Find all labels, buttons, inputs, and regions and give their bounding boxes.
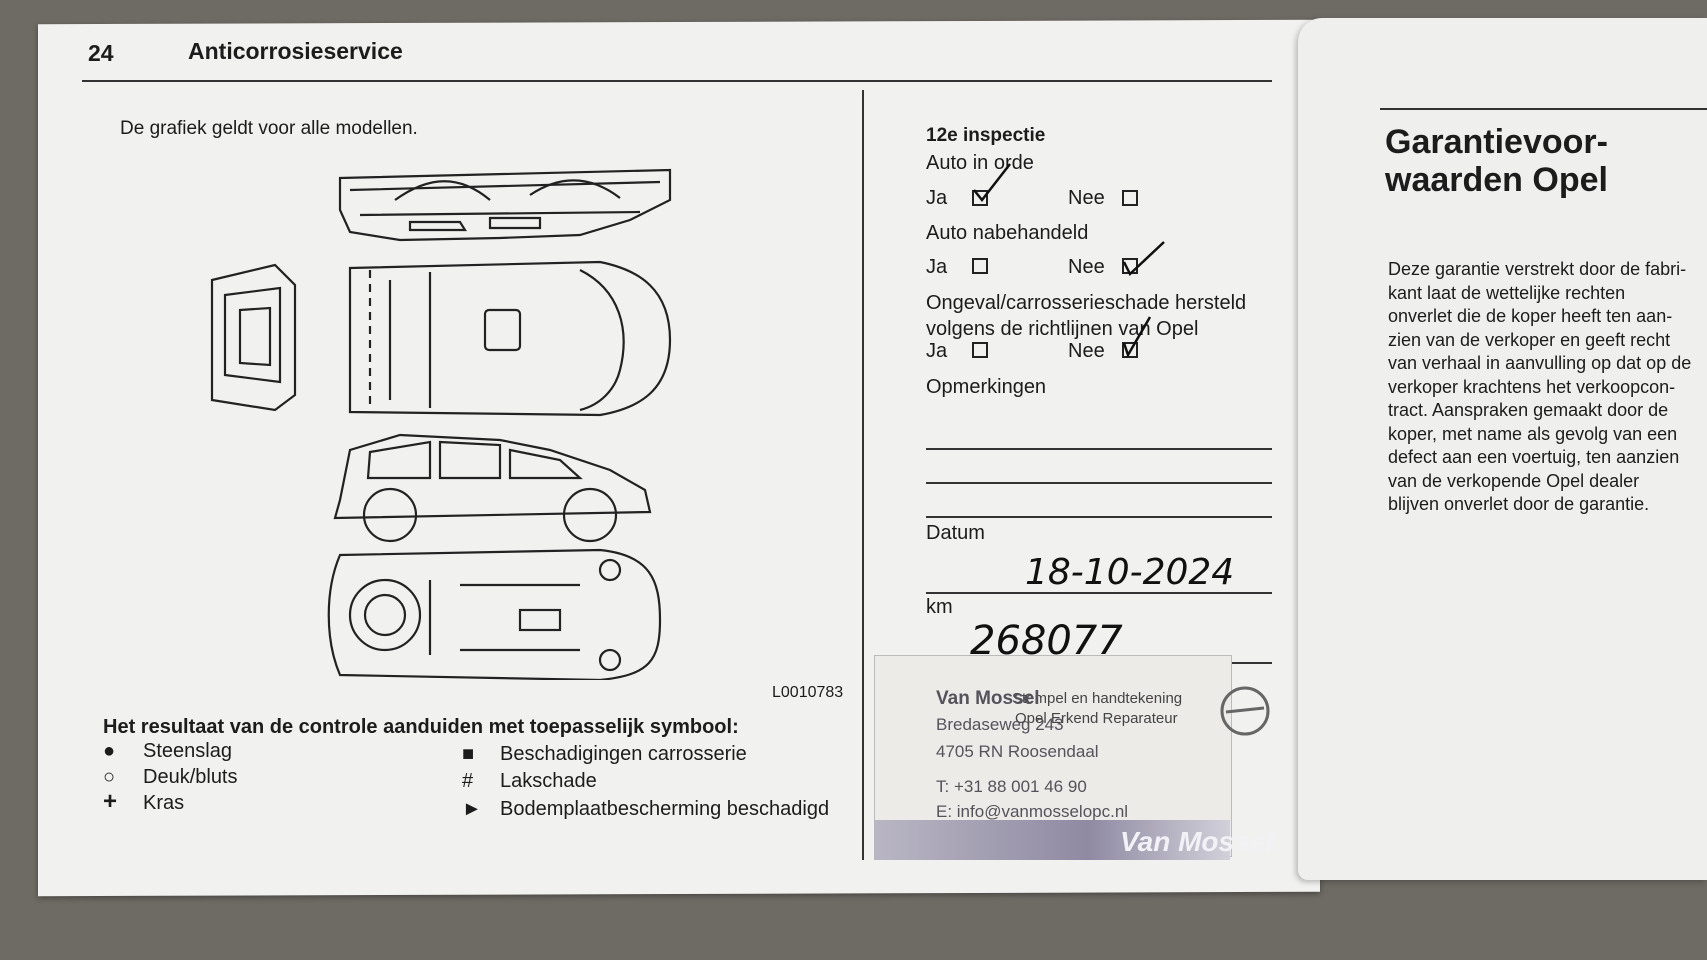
checkmark-icon <box>1122 241 1165 277</box>
legend-symbol: + <box>103 788 118 815</box>
question-schade-hersteld-2: volgens de richtlijnen van Opel <box>926 318 1199 340</box>
checkmark-icon <box>1122 316 1152 359</box>
text-line: van verhaal in aanvulling op dat op de <box>1388 353 1692 373</box>
legend-symbol: # <box>462 770 474 792</box>
text-line: zien van de verkoper en geeft recht <box>1388 329 1671 350</box>
km-label: km <box>926 596 953 618</box>
legend-label: Steenslag <box>143 740 232 762</box>
legend-symbol: ■ <box>462 743 475 765</box>
text-line: defect aan een voertuig, ten aanzien <box>1388 447 1680 467</box>
opel-logo-icon <box>1220 686 1270 736</box>
stamp-label: Stempel en handtekening <box>1012 690 1183 707</box>
legend-label: Bodemplaatbescherming beschadigd <box>500 798 830 820</box>
dealer-email: E: info@vanmosselopc.nl <box>936 802 1129 821</box>
text-line: van de verkopende Opel dealer <box>1388 470 1640 491</box>
label-nee: Nee <box>1068 256 1105 278</box>
remarks-line <box>926 482 1272 484</box>
legend-label: Deuk/bluts <box>143 766 238 788</box>
dealer-subtitle: Opel Erkend Reparateur <box>1015 710 1178 727</box>
section-title: Anticorrosieservice <box>188 38 403 64</box>
stamp-banner <box>874 820 1230 860</box>
text-line: tract. Aanspraken gemaakt door de <box>1388 400 1669 420</box>
legend-symbol: ► <box>462 798 482 820</box>
remarks-line <box>926 516 1272 518</box>
text-line: verkoper krachtens het verkoopcon- <box>1388 376 1676 397</box>
text-line: onverlet die de koper heeft ten aan- <box>1388 306 1673 326</box>
legend-symbol: ○ <box>103 766 116 788</box>
car-underbody-view <box>327 548 662 680</box>
date-value: 18-10-2024 <box>1025 552 1235 593</box>
question-schade-hersteld-1: Ongeval/carrosserieschade hersteld <box>926 292 1247 314</box>
dealer-phone: T: +31 88 001 46 90 <box>936 777 1087 796</box>
checkbox-ja[interactable] <box>972 342 988 358</box>
text-line: Deze garantie verstrekt door de fabri- <box>1388 259 1687 279</box>
date-line <box>926 592 1272 594</box>
intro-text: De grafiek geldt voor alle modellen. <box>120 118 418 139</box>
header-rule <box>82 80 1272 82</box>
text-line: kant laat de wettelijke rechten <box>1388 282 1626 303</box>
car-diagram <box>210 168 672 680</box>
date-label: Datum <box>926 522 985 544</box>
legend-label: Kras <box>143 792 185 814</box>
label-ja: Ja <box>926 340 948 362</box>
question-auto-nabehandeld: Auto nabehandeld <box>926 222 1089 244</box>
car-front-view <box>210 263 297 412</box>
banner-text: Van Mossel <box>1120 826 1274 857</box>
warranty-text: Deze garantie verstrekt door de fabri- k… <box>1388 258 1707 517</box>
text-line: blijven onverlet door de garantie. <box>1388 494 1650 514</box>
column-divider <box>862 90 864 860</box>
checkmark-icon <box>973 163 1011 203</box>
right-heading-1: Garantievoor- <box>1385 123 1608 161</box>
label-ja: Ja <box>926 256 948 278</box>
car-plan-view <box>348 260 672 417</box>
right-heading-2: waarden Opel <box>1385 161 1608 199</box>
label-nee: Nee <box>1068 340 1105 362</box>
dealer-street: Bredaseweg 243 <box>936 715 1064 734</box>
dealer-name: Van Mossel <box>936 688 1040 709</box>
text-line: koper, met name als gevolg van een <box>1388 423 1678 444</box>
right-header-rule <box>1380 108 1707 110</box>
diagram-code: L0010783 <box>772 684 844 701</box>
checkbox-nee[interactable] <box>1122 342 1138 358</box>
checkbox-ja[interactable] <box>972 258 988 274</box>
remarks-line <box>926 448 1272 450</box>
right-page <box>1298 18 1707 880</box>
remarks-label: Opmerkingen <box>926 376 1047 398</box>
dealer-city: 4705 RN Roosendaal <box>936 742 1099 761</box>
inspection-title: 12e inspectie <box>926 125 1046 146</box>
car-side-view <box>333 433 652 543</box>
page-number: 24 <box>88 40 114 66</box>
legend-label: Beschadigingen carrosserie <box>500 743 747 765</box>
label-ja: Ja <box>926 187 948 209</box>
legend-label: Lakschade <box>500 770 597 792</box>
checkbox-ja[interactable] <box>972 190 988 206</box>
legend-heading: Het resultaat van de controle aanduiden … <box>103 716 739 738</box>
legend-symbol: ● <box>103 740 116 762</box>
car-top-view <box>338 168 672 242</box>
checkbox-nee[interactable] <box>1122 190 1138 206</box>
label-nee: Nee <box>1068 187 1105 209</box>
